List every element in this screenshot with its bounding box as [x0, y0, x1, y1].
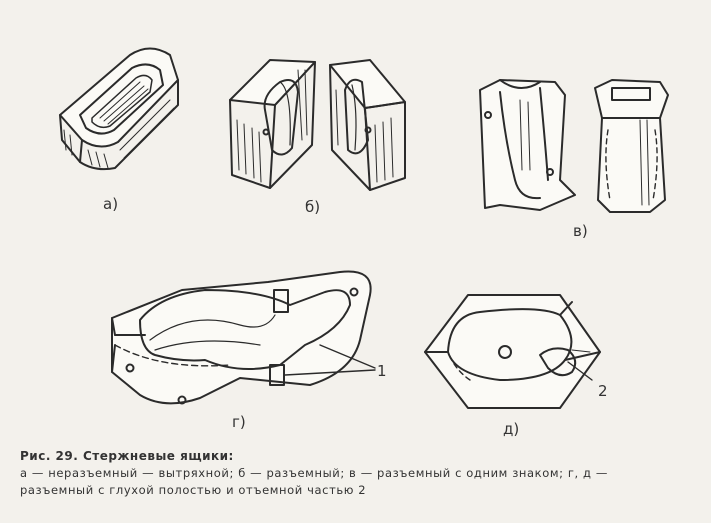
label-1: 1: [377, 362, 387, 380]
box-v-right-part: [594, 79, 669, 213]
label-d: д): [503, 420, 520, 438]
caption-line-1: а — неразъемный — вытряхной; б — разъемн…: [20, 466, 608, 480]
box-d-drawing: [424, 294, 601, 409]
caption-title: Рис. 29. Стержневые ящики:: [20, 449, 234, 463]
label-g: г): [232, 413, 246, 431]
caption-line-2: разъемный с глухой полостью и отъемной ч…: [20, 483, 367, 497]
box-v-left-part: [479, 79, 576, 211]
label-v: в): [573, 222, 588, 240]
box-a-drawing: [59, 47, 179, 171]
label-2: 2: [598, 382, 608, 400]
box-b-right-half: [329, 59, 406, 191]
core-box-illustration: [59, 47, 669, 409]
box-b-left-half: [229, 59, 316, 189]
figure-caption: Рис. 29. Стержневые ящики: а — неразъемн…: [20, 448, 700, 499]
label-b: б): [305, 198, 321, 216]
box-g-drawing: [111, 270, 376, 405]
label-a: а): [103, 195, 119, 213]
